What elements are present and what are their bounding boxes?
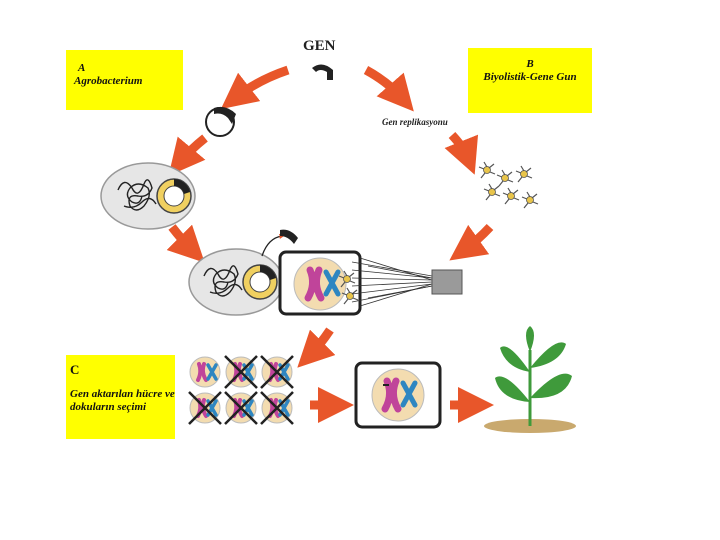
arrow-replication-to-particles [444,131,479,175]
gene-fragment [312,64,333,80]
transgenic-plant [484,326,576,433]
arrow-particles-to-gun [449,223,494,261]
arrow-gene-to-replication [363,66,414,112]
tdna-fragment [280,229,298,244]
diagram-title: GEN [303,38,336,54]
label-box-selection: C Gen aktarılan hücre ve dokuların seçim… [66,355,175,439]
transformed-cell [354,361,442,429]
arrow-bacterium-down [166,224,205,263]
gene-gun [351,257,463,307]
gene-replication-label: Gen replikasyonu [382,117,448,127]
box-c-letter: C [70,362,80,377]
agrobacterium-cell-infecting [188,248,284,316]
box-a-letter: A [78,62,86,74]
agrobacterium-cell [100,162,196,230]
target-plant-cell [278,250,362,316]
selection-cell-grid [187,354,295,426]
gene-coated-particles [478,161,539,209]
arrow-gene-to-plasmid [220,65,290,110]
arrow-plasmid-to-bacterium [168,134,208,176]
box-b-text: Biyolistik-Gene Gun [483,71,577,83]
label-box-agrobacterium: A Agrobacterium [66,50,183,110]
box-b-letter: B [526,58,534,70]
box-a-text: Agrobacterium [74,75,143,87]
box-c-text: Gen aktarılan hücre ve dokuların seçimi [70,388,175,413]
plasmid [205,106,236,137]
tdna-transfer-arrow [261,233,285,257]
arrow-to-selection [297,327,336,368]
label-box-biolistic: B Biyolistik-Gene Gun [468,48,592,113]
